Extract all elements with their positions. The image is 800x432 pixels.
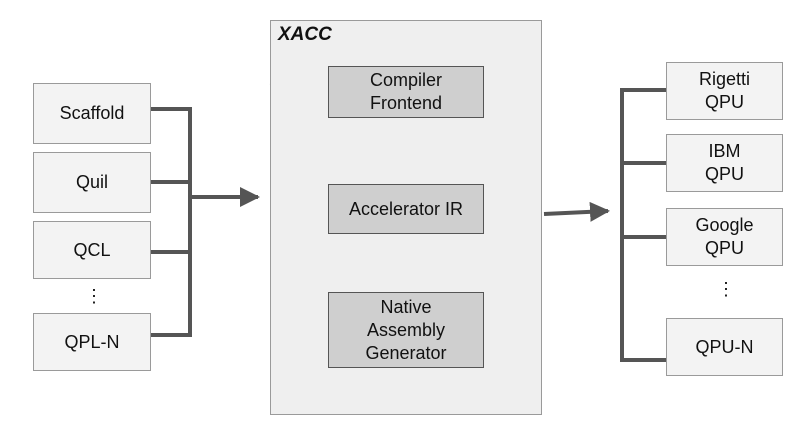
native-assembly-generator-box: Native Assembly Generator [328,292,484,368]
language-box-scaffold: Scaffold [33,83,151,144]
arrow-xacc-to-qpus [543,201,610,222]
qpu-box-ibm: IBM QPU [666,134,783,192]
qpu-box-google: Google QPU [666,208,783,266]
qpu-ellipsis: ⋮ [717,279,735,299]
xacc-title: XACC [278,24,332,45]
compiler-frontend-box: Compiler Frontend [328,66,484,118]
language-box-quil: Quil [33,152,151,213]
language-box-qpl-n: QPL-N [33,313,151,371]
accelerator-ir-box: Accelerator IR [328,184,484,234]
qpu-box-qpu-n: QPU-N [666,318,783,376]
language-box-qcl: QCL [33,221,151,279]
qpu-box-rigetti: Rigetti QPU [666,62,783,120]
language-ellipsis: ⋮ [85,286,103,306]
